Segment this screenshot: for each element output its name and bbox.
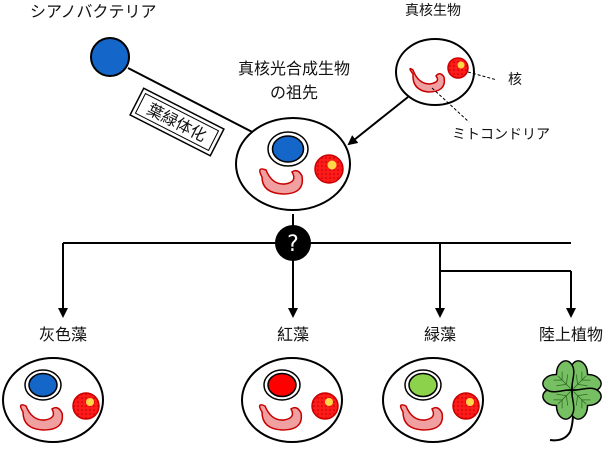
ancestor-nucleolus — [327, 160, 337, 170]
nucleus-label: 核 — [508, 72, 522, 88]
lineage-label-glaucophytes: 灰色藻 — [39, 325, 87, 344]
mitochondria-leader-line — [431, 87, 470, 123]
lineage-label-green-algae: 緑藻 — [424, 325, 456, 344]
nucleus-red-algae — [311, 392, 339, 420]
eukaryote-nucleolus — [457, 61, 465, 69]
nucleus-glaucophytes — [72, 392, 100, 420]
cyanobacteria-label: シアノバクテリア — [30, 2, 157, 21]
ancestor-label-line2: の祖先 — [270, 83, 318, 102]
nucleolus-glaucophytes — [86, 398, 94, 406]
mitochondria-label: ミトコンドリア — [452, 127, 550, 143]
nucleolus-red-algae — [325, 398, 333, 406]
four-leaf-clover-icon — [542, 360, 602, 442]
eukaryote-nucleus — [447, 57, 469, 79]
endosymbiosis-box: 葉緑体化 — [129, 87, 225, 157]
cell-red-algae — [241, 357, 343, 443]
unknown-node-label: ? — [287, 232, 299, 257]
mitochondrion-red-algae — [258, 404, 303, 431]
cell-green-algae — [382, 357, 484, 443]
mitochondrion-green-algae — [399, 404, 444, 431]
eukaryote-label: 真核生物 — [405, 3, 461, 19]
plastid-glaucophytes — [28, 372, 58, 398]
plastid-red-algae — [267, 372, 297, 398]
lineage-cells — [2, 357, 484, 443]
ancestor-cell — [235, 117, 351, 211]
nucleolus-green-algae — [466, 398, 474, 406]
cell-glaucophytes — [2, 357, 104, 443]
nucleus-green-algae — [452, 392, 480, 420]
lineage-label-land-plants: 陸上植物 — [539, 325, 603, 344]
ancestor-nucleus — [314, 154, 344, 184]
eukaryote-mitochondrion — [409, 67, 446, 93]
cyanobacteria-arrow — [127, 67, 264, 138]
mitochondrion-glaucophytes — [19, 404, 64, 431]
eukaryote-cell — [395, 38, 475, 106]
ancestor-plastid — [271, 135, 305, 163]
ancestor-label-line1: 真核光合成生物 — [238, 59, 350, 78]
clover-leaf — [542, 360, 575, 393]
cyanobacterium-cell — [90, 37, 130, 77]
lineage-label-red-algae: 紅藻 — [277, 325, 309, 344]
eukaryote-arrow — [347, 96, 409, 146]
unknown-node — [275, 225, 311, 261]
ancestor-mitochondrion — [259, 168, 304, 195]
plastid-green-algae — [408, 372, 438, 398]
nucleus-leader-line — [467, 71, 498, 81]
